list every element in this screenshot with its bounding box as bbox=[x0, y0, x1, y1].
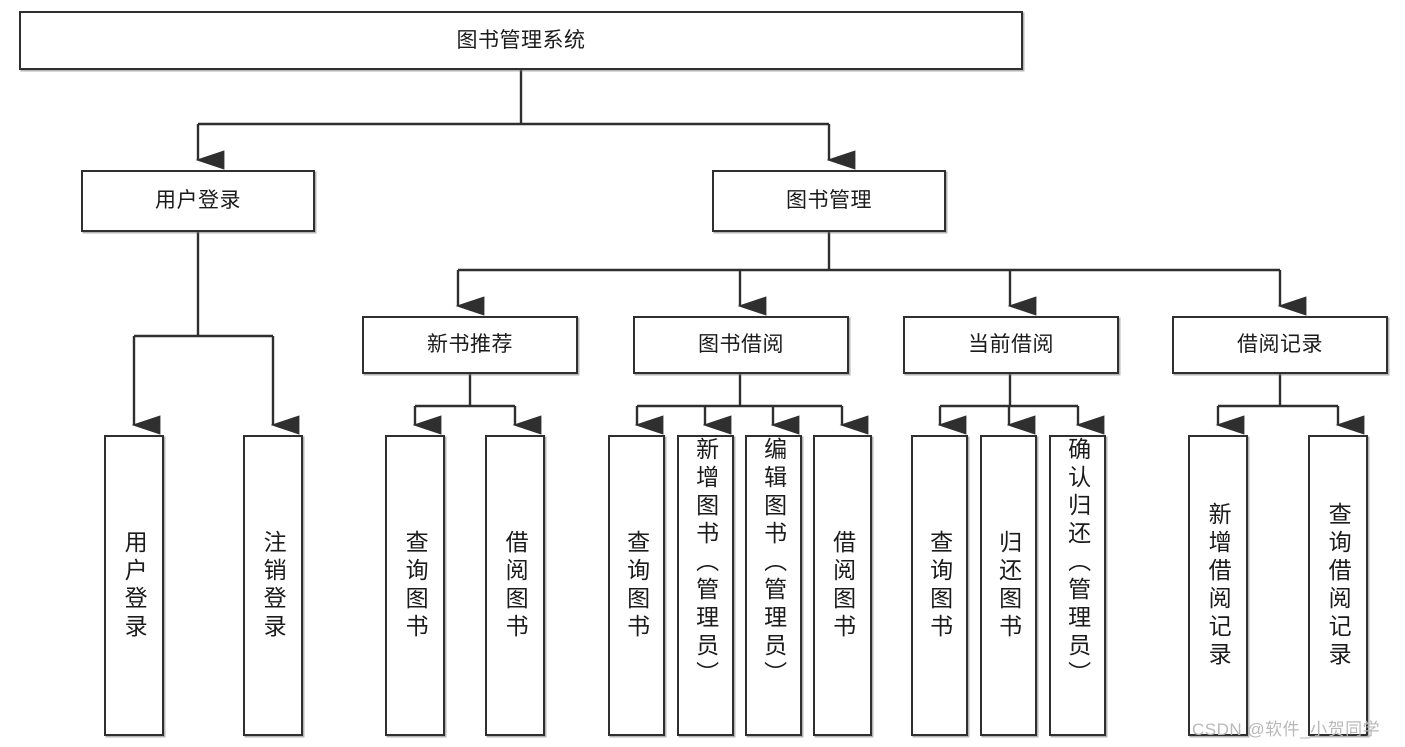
leaf-borrow-book-label: 借阅图书 bbox=[829, 529, 856, 642]
leaf-query-book-current[interactable]: 查询图书 bbox=[911, 435, 968, 736]
leaf-query-book-borrow-label: 查询图书 bbox=[623, 529, 650, 642]
leaf-query-book-recommend[interactable]: 查询图书 bbox=[385, 435, 445, 736]
leaf-add-borrow-record-label: 新增借阅记录 bbox=[1205, 501, 1232, 670]
node-book-management-label: 图书管理 bbox=[786, 189, 872, 213]
node-new-book-recommend[interactable]: 新书推荐 bbox=[362, 316, 578, 374]
leaf-query-borrow-record-label: 查询借阅记录 bbox=[1325, 501, 1352, 670]
leaf-user-login-label: 用户登录 bbox=[121, 529, 148, 642]
leaf-confirm-return-admin[interactable]: 确认归还（管理员） bbox=[1049, 435, 1106, 736]
leaf-return-book-label: 归还图书 bbox=[995, 529, 1022, 642]
node-book-borrow[interactable]: 图书借阅 bbox=[633, 316, 849, 374]
node-current-borrow-label: 当前借阅 bbox=[968, 333, 1054, 357]
leaf-edit-book-admin-label: 编辑图书（管理员） bbox=[760, 437, 787, 689]
leaf-query-book-borrow[interactable]: 查询图书 bbox=[608, 435, 665, 736]
node-borrow-record[interactable]: 借阅记录 bbox=[1172, 316, 1388, 374]
leaf-return-book[interactable]: 归还图书 bbox=[980, 435, 1037, 736]
node-user-login[interactable]: 用户登录 bbox=[81, 170, 315, 232]
leaf-add-book-admin[interactable]: 新增图书（管理员） bbox=[677, 435, 734, 736]
node-book-management[interactable]: 图书管理 bbox=[712, 170, 946, 232]
leaf-user-login[interactable]: 用户登录 bbox=[104, 435, 164, 736]
leaf-edit-book-admin[interactable]: 编辑图书（管理员） bbox=[745, 435, 802, 736]
leaf-borrow-book[interactable]: 借阅图书 bbox=[813, 435, 872, 736]
leaf-add-borrow-record[interactable]: 新增借阅记录 bbox=[1188, 435, 1248, 736]
leaf-borrow-book-recommend-label: 借阅图书 bbox=[502, 529, 529, 642]
node-root-system-label: 图书管理系统 bbox=[456, 28, 586, 52]
leaf-query-book-recommend-label: 查询图书 bbox=[402, 529, 429, 642]
leaf-add-book-admin-label: 新增图书（管理员） bbox=[692, 437, 719, 689]
leaf-query-borrow-record[interactable]: 查询借阅记录 bbox=[1308, 435, 1368, 736]
csdn-watermark: CSDN @软件_小贺同学 bbox=[1192, 720, 1381, 739]
leaf-query-book-current-label: 查询图书 bbox=[926, 529, 953, 642]
leaf-confirm-return-admin-label: 确认归还（管理员） bbox=[1064, 437, 1091, 689]
node-user-login-label: 用户登录 bbox=[155, 189, 241, 213]
node-root-system[interactable]: 图书管理系统 bbox=[19, 11, 1023, 70]
leaf-logout-label: 注销登录 bbox=[260, 529, 287, 642]
leaf-logout[interactable]: 注销登录 bbox=[243, 435, 303, 736]
leaf-borrow-book-recommend[interactable]: 借阅图书 bbox=[485, 435, 545, 736]
node-current-borrow[interactable]: 当前借阅 bbox=[903, 316, 1119, 374]
node-book-borrow-label: 图书借阅 bbox=[698, 333, 784, 357]
node-borrow-record-label: 借阅记录 bbox=[1237, 333, 1323, 357]
node-new-book-recommend-label: 新书推荐 bbox=[427, 333, 513, 357]
